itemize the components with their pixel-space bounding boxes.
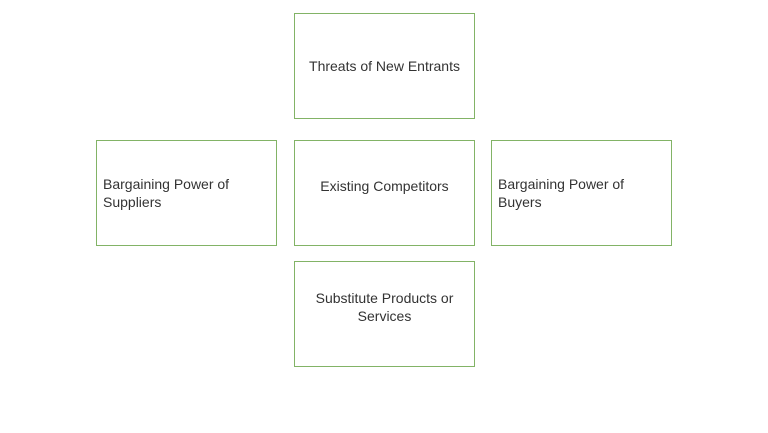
existing-competitors-box: Existing Competitors <box>294 140 475 246</box>
bargaining-power-of-suppliers-label: Bargaining Power of Suppliers <box>103 176 230 210</box>
existing-competitors-label: Existing Competitors <box>320 178 449 194</box>
threats-of-new-entrants-label: Threats of New Entrants <box>309 58 460 74</box>
substitute-products-or-services-box: Substitute Products or Services <box>294 261 475 367</box>
threats-of-new-entrants-box: Threats of New Entrants <box>294 13 475 119</box>
bargaining-power-of-buyers-label: Bargaining Power of Buyers <box>498 176 625 210</box>
bargaining-power-of-buyers-box: Bargaining Power of Buyers <box>491 140 672 246</box>
bargaining-power-of-suppliers-box: Bargaining Power of Suppliers <box>96 140 277 246</box>
substitute-products-or-services-label: Substitute Products or Services <box>315 290 454 324</box>
